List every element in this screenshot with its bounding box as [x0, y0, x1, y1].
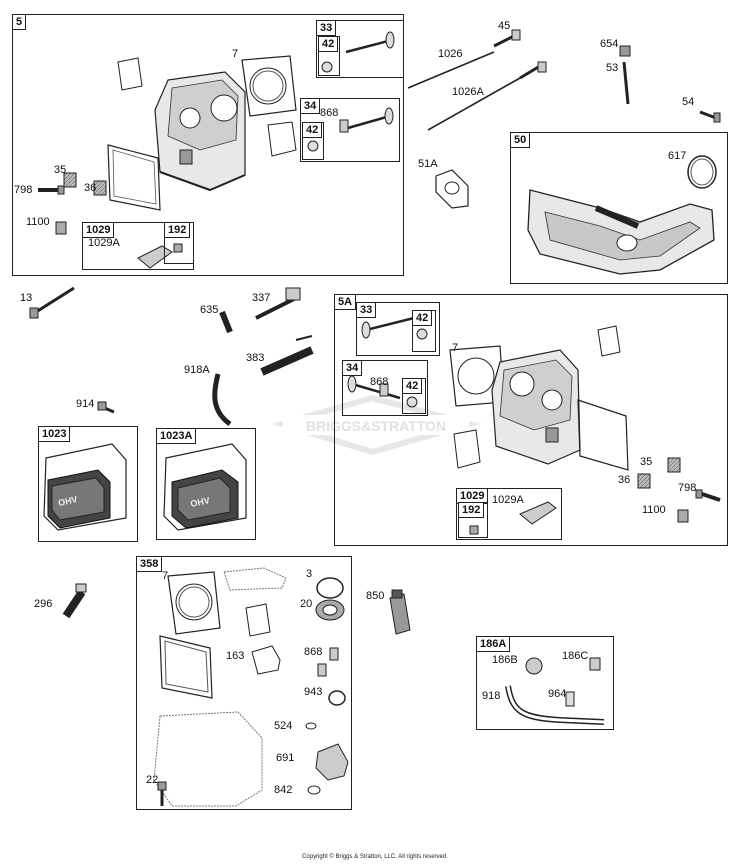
box-50: 50 — [510, 132, 728, 284]
box-33-a-tag: 33 — [317, 21, 337, 36]
misc-parts-middle — [29, 286, 314, 427]
label-3: 3 — [306, 568, 313, 580]
box-42-a-tag: 42 — [319, 37, 339, 52]
label-918a: 918A — [184, 364, 210, 376]
label-868-b: 868 — [370, 376, 389, 388]
gasket-set-358 — [153, 567, 349, 807]
box-42-a: 42 — [318, 36, 340, 76]
label-868-a: 868 — [320, 107, 339, 119]
label-20: 20 — [300, 598, 313, 610]
label-22: 22 — [146, 774, 159, 786]
box-358-tag: 358 — [137, 557, 163, 572]
box-1023a-tag: 1023A — [157, 429, 197, 444]
label-798-a: 798 — [14, 184, 33, 196]
label-1029a-b: 1029A — [492, 494, 524, 506]
box-5-tag: 5 — [13, 15, 27, 30]
box-1023a: 1023A — [156, 428, 256, 540]
box-186a-tag: 186A — [477, 637, 511, 652]
label-654: 654 — [600, 38, 619, 50]
box-192-b: 192 — [458, 502, 488, 538]
box-42-d: 42 — [402, 378, 426, 414]
valve-cover-1023a: OHV — [163, 443, 247, 531]
box-1023-tag: 1023 — [39, 427, 71, 442]
label-7-c: 7 — [162, 570, 169, 582]
box-5a-tag: 5A — [335, 295, 357, 310]
svg-text:OHV: OHV — [57, 494, 78, 508]
label-54: 54 — [682, 96, 695, 108]
box-192-a: 192 — [164, 222, 194, 264]
label-1029a-a: 1029A — [88, 237, 120, 249]
box-33-b-tag: 33 — [357, 303, 377, 318]
label-943: 943 — [304, 686, 323, 698]
label-1100-b: 1100 — [642, 504, 666, 516]
label-842: 842 — [274, 784, 293, 796]
valve-cover-1023: OHV — [43, 443, 127, 531]
sealant-tube-850 — [389, 589, 411, 635]
label-798-b: 798 — [678, 482, 697, 494]
box-192-b-tag: 192 — [459, 503, 485, 518]
label-36-b: 36 — [618, 474, 631, 486]
box-5a: 5A — [334, 294, 728, 546]
box-34-b-tag: 34 — [343, 361, 363, 376]
label-1026a: 1026A — [452, 86, 484, 98]
box-34-a-tag: 34 — [301, 99, 321, 114]
label-635: 635 — [200, 304, 219, 316]
label-186b: 186B — [492, 654, 518, 666]
box-42-c-tag: 42 — [413, 311, 433, 326]
label-524: 524 — [274, 720, 293, 732]
label-850: 850 — [366, 590, 385, 602]
label-35-b: 35 — [640, 456, 653, 468]
label-36-a: 36 — [84, 182, 97, 194]
box-34-b: 34 — [342, 360, 428, 416]
label-964: 964 — [548, 688, 567, 700]
label-1100-a: 1100 — [26, 216, 50, 228]
label-45: 45 — [498, 20, 511, 32]
box-50-tag: 50 — [511, 133, 531, 148]
box-33-a: 33 — [316, 20, 404, 78]
box-42-c: 42 — [412, 310, 436, 352]
box-34-a: 34 — [300, 98, 400, 162]
label-186c: 186C — [562, 650, 589, 662]
label-337: 337 — [252, 292, 271, 304]
part-296 — [62, 583, 87, 619]
label-13: 13 — [20, 292, 33, 304]
watermark-logo: BRIGGS&STRATTON — [271, 394, 482, 456]
label-35-a: 35 — [54, 164, 67, 176]
box-33-b: 33 — [356, 302, 440, 356]
cylinder-head-assembly-5 — [38, 31, 395, 269]
label-918: 918 — [482, 690, 501, 702]
label-868-c: 868 — [304, 646, 323, 658]
box-1029-a: 1029 — [82, 222, 194, 270]
label-7-b: 7 — [452, 342, 459, 354]
label-53: 53 — [606, 62, 619, 74]
box-42-b: 42 — [302, 122, 324, 160]
label-914: 914 — [76, 398, 95, 410]
intake-manifold-50 — [527, 155, 717, 275]
label-1026: 1026 — [438, 48, 463, 60]
label-691: 691 — [276, 752, 295, 764]
box-186a: 186A — [476, 636, 614, 730]
copyright-notice: Copyright © Briggs & Stratton, LLC. All … — [302, 854, 448, 860]
watermark-text: BRIGGS&STRATTON — [306, 418, 446, 434]
cylinder-head-assembly-5a — [347, 316, 721, 535]
label-7-a: 7 — [232, 48, 239, 60]
push-rods-and-valves — [407, 29, 721, 209]
label-617: 617 — [668, 150, 687, 162]
label-163: 163 — [226, 650, 245, 662]
label-383: 383 — [246, 352, 265, 364]
box-5: 5 — [12, 14, 404, 276]
svg-text:OHV: OHV — [189, 495, 210, 509]
label-51a: 51A — [418, 158, 438, 170]
box-358: 358 — [136, 556, 352, 810]
box-42-b-tag: 42 — [303, 123, 323, 138]
box-192-a-tag: 192 — [165, 223, 191, 238]
label-296: 296 — [34, 598, 53, 610]
box-1023: 1023 — [38, 426, 138, 542]
fitting-assembly-186a — [505, 657, 605, 725]
box-42-d-tag: 42 — [403, 379, 423, 394]
box-1029-a-tag: 1029 — [83, 223, 115, 238]
